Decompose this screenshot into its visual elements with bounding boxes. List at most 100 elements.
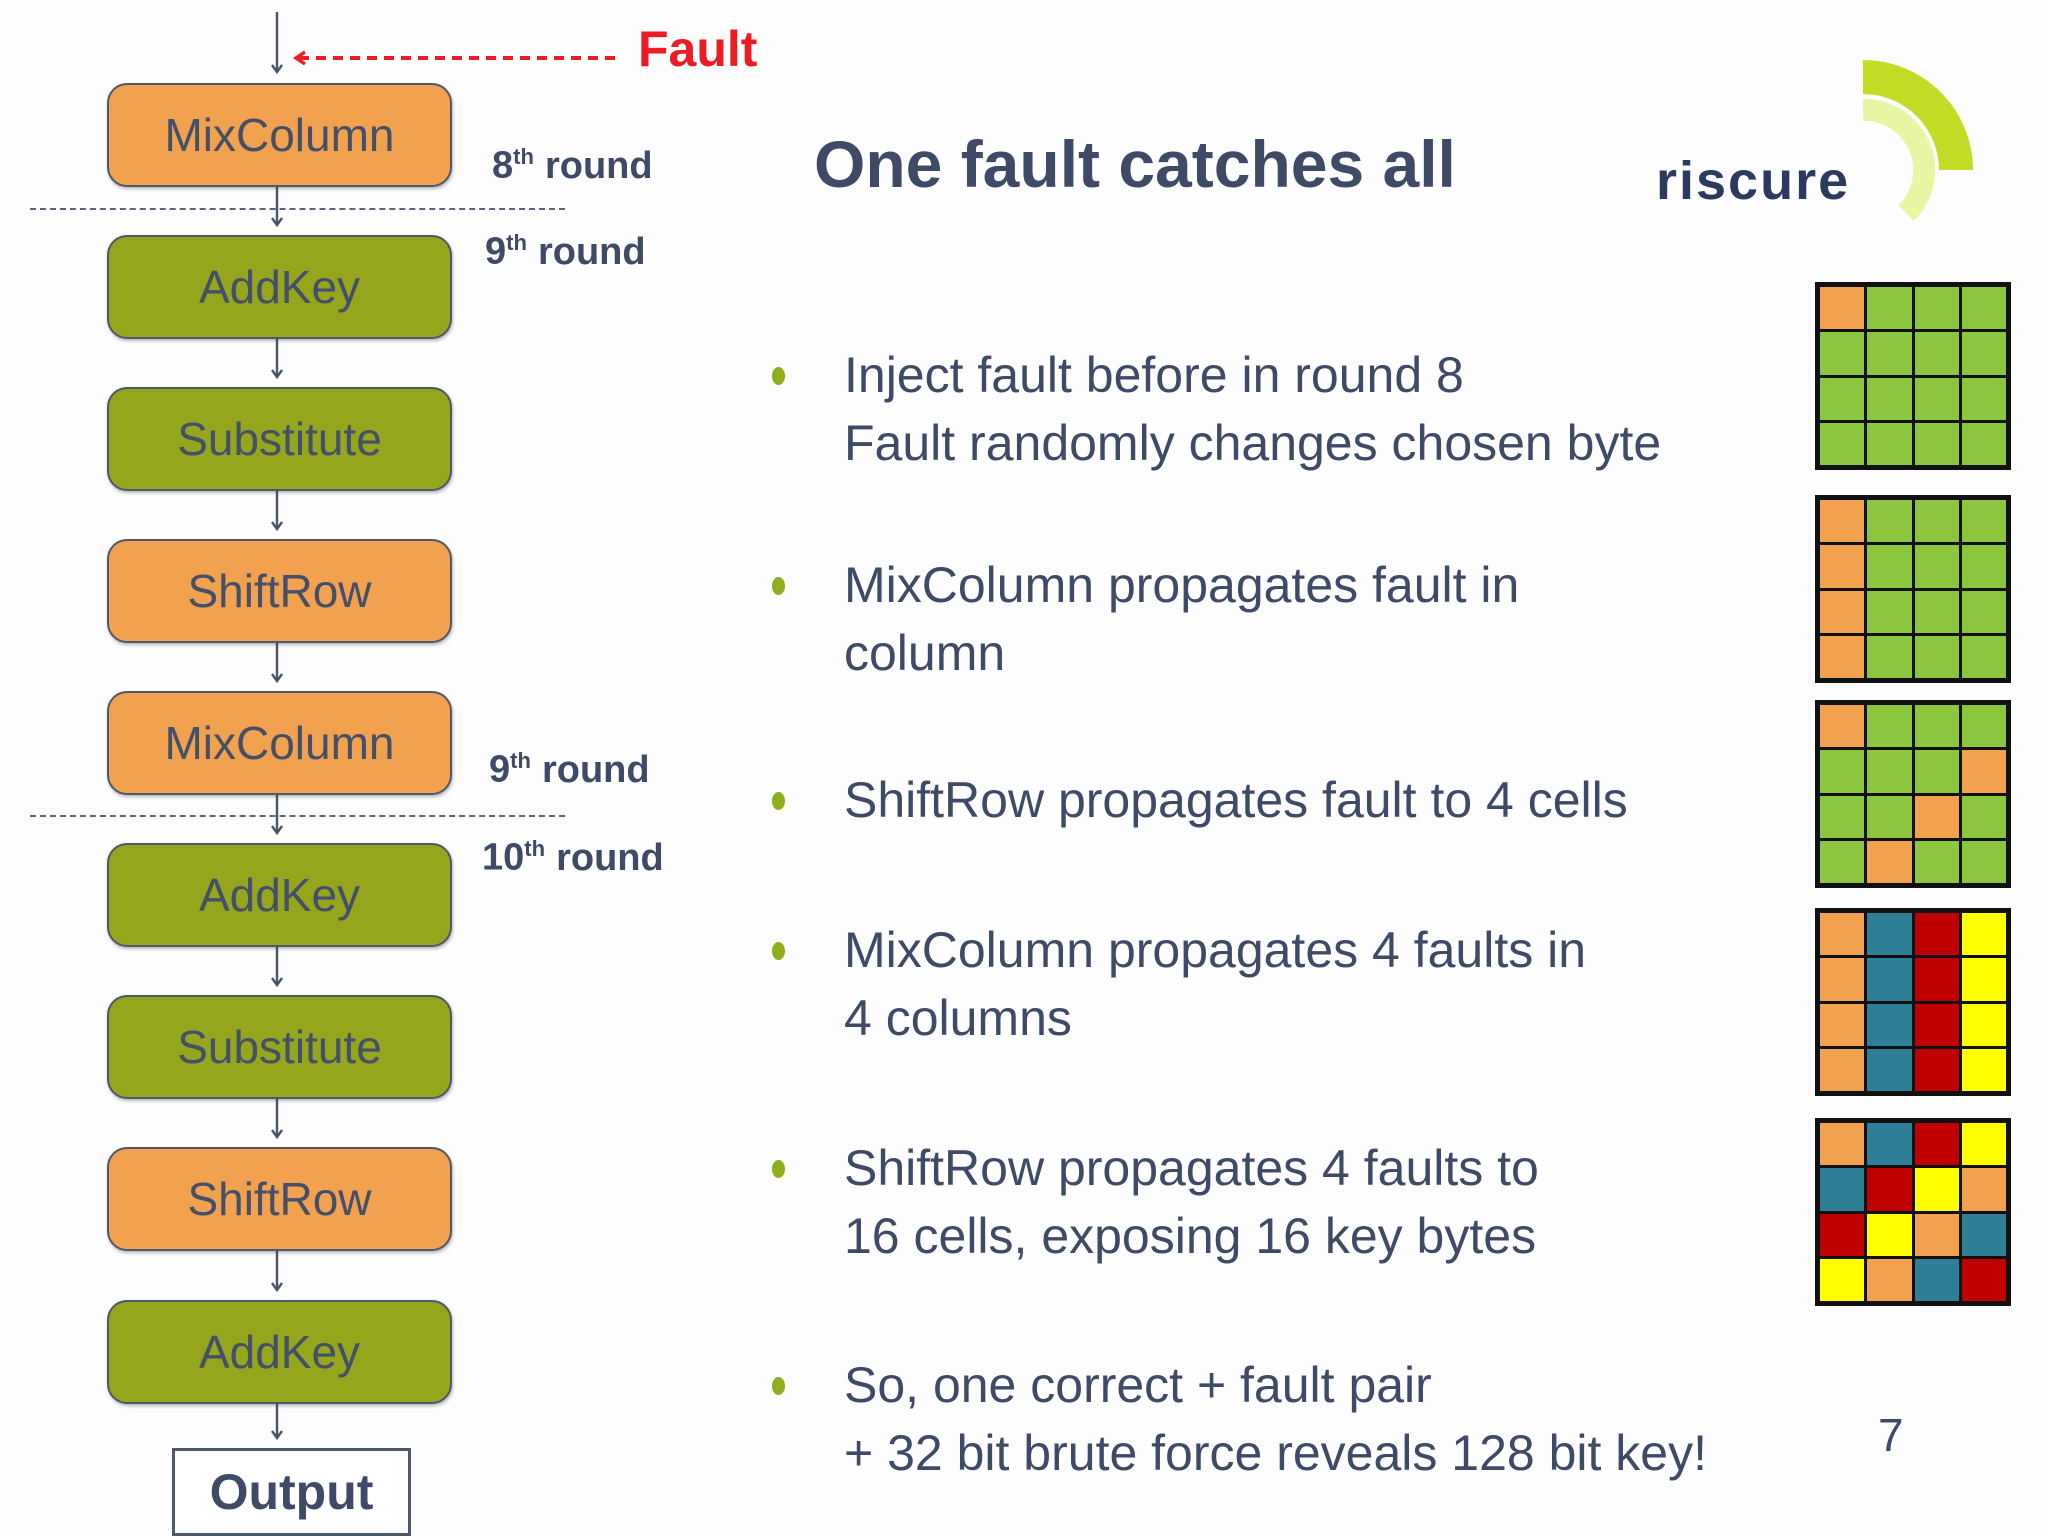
- grid-cell: [1820, 1003, 1865, 1046]
- flow-box-output: Output: [172, 1448, 411, 1536]
- grid-cell: [1914, 1258, 1959, 1301]
- bullet-mixcolumn-column: MixColumn propagates fault in column: [772, 551, 1964, 687]
- grid-cell: [1867, 635, 1912, 678]
- grid-cell: [1914, 1123, 1959, 1166]
- bullet-dot-icon: [772, 792, 785, 810]
- grid-cell: [1867, 377, 1912, 420]
- page-number: 7: [1878, 1409, 1904, 1461]
- grid-cell: [1867, 590, 1912, 633]
- flow-box-substitute-round10: Substitute: [107, 995, 452, 1099]
- grid-cell: [1914, 1213, 1959, 1256]
- state-matrix-after-mixcolumn-2: [1815, 908, 2011, 1096]
- grid-cell: [1820, 287, 1865, 330]
- bullet-line: + 32 bit brute force reveals 128 bit key…: [844, 1425, 1707, 1481]
- grid-cell: [1867, 840, 1912, 883]
- grid-cell: [1914, 545, 1959, 588]
- bullet-line: ShiftRow propagates 4 faults to: [844, 1140, 1539, 1196]
- bullet-line: column: [844, 625, 1006, 681]
- grid-cell: [1961, 1048, 2006, 1091]
- bullet-line: 16 cells, exposing 16 key bytes: [844, 1208, 1537, 1264]
- grid-cell: [1961, 705, 2006, 748]
- grid-cell: [1867, 913, 1912, 956]
- bullet-line: MixColumn propagates fault in: [844, 557, 1520, 613]
- grid-cell: [1914, 590, 1959, 633]
- grid-cell: [1914, 1048, 1959, 1091]
- grid-cell: [1914, 332, 1959, 375]
- bullet-line: Inject fault before in round 8: [844, 347, 1464, 403]
- grid-cell: [1961, 795, 2006, 838]
- grid-cell: [1867, 750, 1912, 793]
- flow-box-addkey-round10: AddKey: [107, 843, 452, 947]
- grid-cell: [1867, 1003, 1912, 1046]
- grid-cell: [1820, 1123, 1865, 1166]
- grid-cell: [1961, 1213, 2006, 1256]
- bullet-inject-fault: Inject fault before in round 8 Fault ran…: [772, 341, 1964, 477]
- grid-cell: [1820, 377, 1865, 420]
- state-matrix-after-mixcolumn: [1815, 495, 2011, 683]
- flow-box-substitute-round9: Substitute: [107, 387, 452, 491]
- grid-cell: [1867, 1048, 1912, 1091]
- grid-cell: [1867, 1213, 1912, 1256]
- grid-cell: [1867, 332, 1912, 375]
- round-separator: [30, 815, 565, 817]
- grid-cell: [1820, 795, 1865, 838]
- grid-cell: [1914, 1168, 1959, 1211]
- flow-box-mixcolumn-round8: MixColumn: [107, 83, 452, 187]
- grid-cell: [1961, 913, 2006, 956]
- grid-cell: [1914, 287, 1959, 330]
- bullet-line: Fault randomly changes chosen byte: [844, 415, 1662, 471]
- grid-cell: [1961, 840, 2006, 883]
- grid-cell: [1961, 332, 2006, 375]
- flow-box-label: Output: [209, 1464, 374, 1520]
- round-separator: [30, 208, 565, 210]
- grid-cell: [1820, 500, 1865, 543]
- grid-cell: [1867, 422, 1912, 465]
- grid-cell: [1961, 1003, 2006, 1046]
- bullet-line: 4 columns: [844, 990, 1072, 1046]
- grid-cell: [1914, 840, 1959, 883]
- bullet-dot-icon: [772, 1160, 785, 1178]
- grid-cell: [1820, 1213, 1865, 1256]
- bullet-shiftrow-16cells: ShiftRow propagates 4 faults to 16 cells…: [772, 1134, 1964, 1270]
- grid-cell: [1914, 750, 1959, 793]
- flow-box-label: AddKey: [198, 261, 361, 313]
- grid-cell: [1961, 377, 2006, 420]
- grid-cell: [1914, 795, 1959, 838]
- grid-cell: [1820, 545, 1865, 588]
- flow-box-mixcolumn-round9: MixColumn: [107, 691, 452, 795]
- grid-cell: [1961, 750, 2006, 793]
- grid-cell: [1867, 1258, 1912, 1301]
- state-matrix-after-shiftrow: [1815, 700, 2011, 888]
- grid-cell: [1820, 1258, 1865, 1301]
- grid-cell: [1867, 958, 1912, 1001]
- bullet-line: So, one correct + fault pair: [844, 1357, 1432, 1413]
- grid-cell: [1820, 958, 1865, 1001]
- grid-cell: [1914, 635, 1959, 678]
- flow-box-shiftrow-round10: ShiftRow: [107, 1147, 452, 1251]
- grid-cell: [1867, 287, 1912, 330]
- grid-cell: [1867, 795, 1912, 838]
- bullet-dot-icon: [772, 367, 785, 385]
- bullet-dot-icon: [772, 1377, 785, 1395]
- grid-cell: [1867, 1168, 1912, 1211]
- grid-cell: [1867, 500, 1912, 543]
- flow-box-label: MixColumn: [164, 717, 395, 769]
- page-title: One fault catches all: [814, 127, 1456, 201]
- grid-cell: [1867, 1123, 1912, 1166]
- grid-cell: [1914, 422, 1959, 465]
- grid-cell: [1820, 635, 1865, 678]
- grid-cell: [1914, 705, 1959, 748]
- flow-box-shiftrow-round9: ShiftRow: [107, 539, 452, 643]
- flowchart-arrows: [271, 12, 615, 1441]
- flow-box-label: Substitute: [177, 1021, 382, 1073]
- bullet-line: MixColumn propagates 4 faults in: [844, 922, 1587, 978]
- flow-box-label: ShiftRow: [187, 565, 372, 617]
- grid-cell: [1914, 1003, 1959, 1046]
- riscure-logo-wordmark: riscure: [1656, 151, 1851, 211]
- grid-cell: [1961, 422, 2006, 465]
